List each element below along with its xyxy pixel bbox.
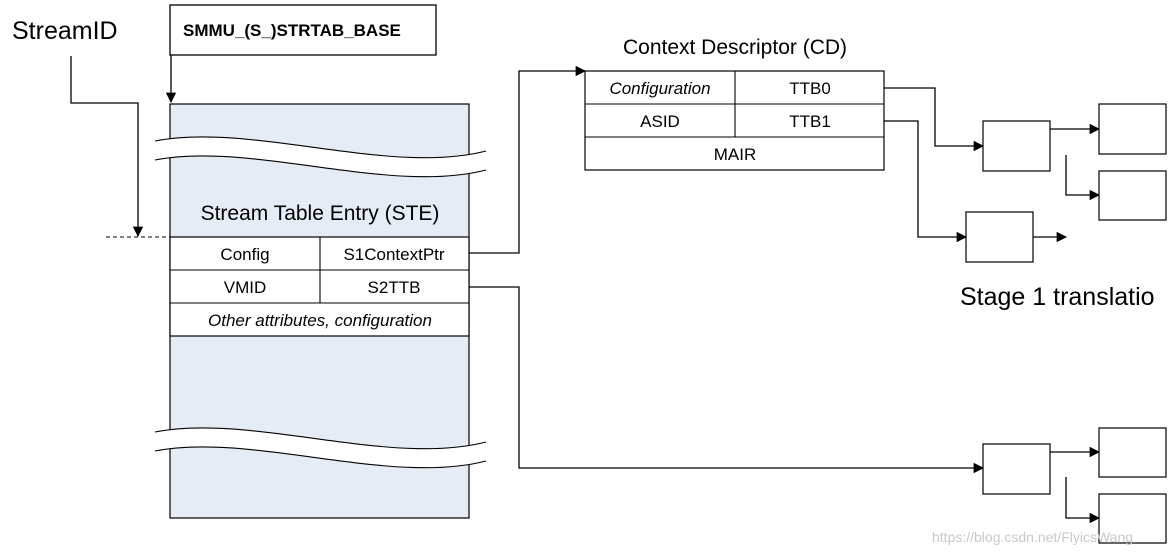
cd-configuration-field: Configuration <box>609 79 710 98</box>
stage1-table-l2b <box>1098 170 1167 221</box>
stream-id-arrow <box>70 56 144 238</box>
ste-title: Stream Table Entry (STE) <box>201 202 440 225</box>
break-mark-bottom <box>154 427 487 469</box>
stage2-table-l2b <box>1098 493 1167 544</box>
cd-title: Context Descriptor (CD) <box>623 36 847 59</box>
watermark: https://blog.csdn.net/FlyicsWang <box>932 529 1133 545</box>
stage1-label: Stage 1 translatio <box>960 283 1155 311</box>
cd-mair-field: MAIR <box>714 145 757 164</box>
cd-ttb1-field: TTB1 <box>789 112 831 131</box>
ttb0-arrow <box>884 87 985 152</box>
cd-asid-field: ASID <box>640 112 680 131</box>
stage2-table-l2a <box>1098 427 1167 478</box>
s2ttb-arrow <box>469 286 985 474</box>
ste-s2ttb-field: S2TTB <box>368 278 421 297</box>
ste-s1contextptr-field: S1ContextPtr <box>343 245 444 264</box>
ttb1-arrow <box>884 120 968 243</box>
ste-vmid-field: VMID <box>224 278 267 297</box>
stage1-table-l1 <box>982 120 1051 172</box>
strtab-base-label: SMMU_(S_)STRTAB_BASE <box>183 21 401 40</box>
stage2-table-l1 <box>982 443 1051 495</box>
cd-ttb0-field: TTB0 <box>789 79 831 98</box>
stage1-table-l2a <box>1098 103 1167 155</box>
stage1-ttb1-table <box>965 211 1034 263</box>
break-mark-top <box>154 136 487 178</box>
ste-config-field: Config <box>220 245 269 264</box>
strtab-base-box <box>169 4 437 56</box>
ste-other-attributes: Other attributes, configuration <box>208 311 432 330</box>
stream-id-label: StreamID <box>12 17 118 45</box>
s1contextptr-arrow <box>469 65 587 254</box>
